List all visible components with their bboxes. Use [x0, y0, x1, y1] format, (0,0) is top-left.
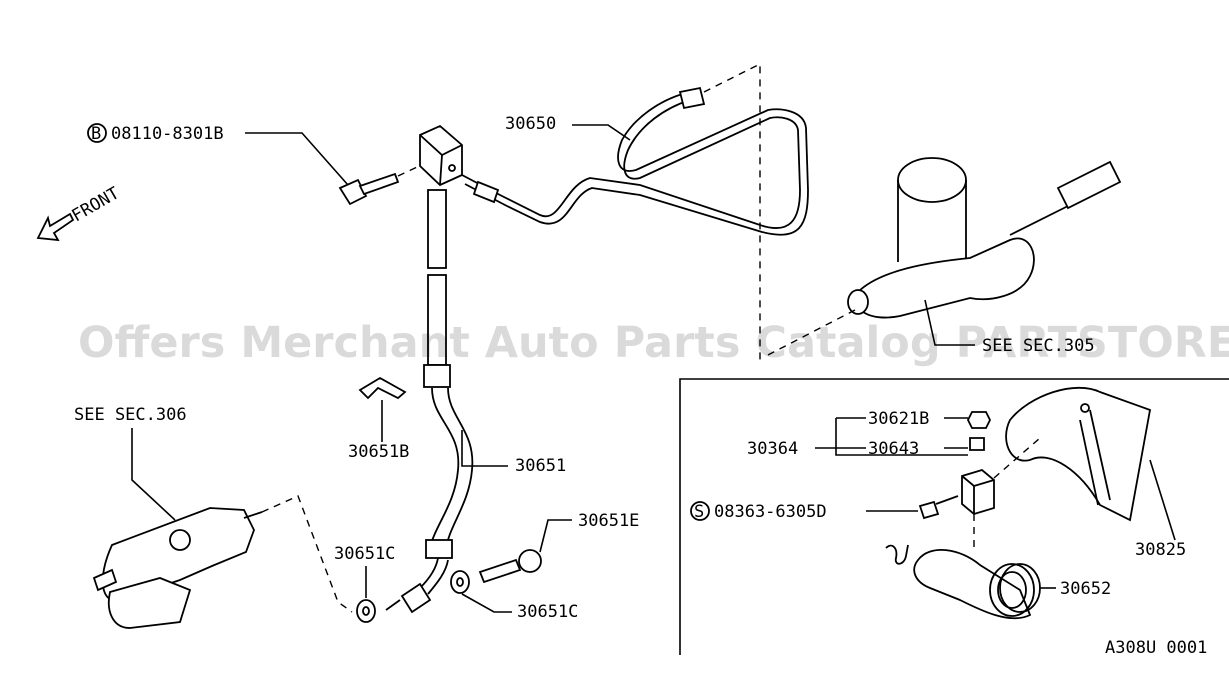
inset-frame: [679, 378, 1229, 655]
hose-end-part: [385, 582, 432, 614]
pipe-axis: [703, 62, 761, 365]
junction-block: [419, 124, 463, 187]
washer-right-label: 30651C: [517, 602, 578, 622]
release-cylinder-part: [92, 507, 263, 629]
spring-part: [885, 544, 1041, 620]
pipe-part: [461, 86, 809, 236]
group-bracket-lines: [835, 417, 968, 456]
pipe-leader: [572, 124, 631, 141]
release-axis: [261, 495, 353, 613]
screw-part: [918, 495, 959, 520]
bolt-b-callout[interactable]: B 08110-8301B: [87, 123, 224, 144]
bolt-b-label: 08110-8301B: [111, 124, 224, 144]
union-bolt-leader: [539, 519, 572, 553]
screw-s-label: 08363-6305D: [714, 502, 827, 522]
circled-s-icon: [690, 501, 710, 521]
cap-part: [969, 437, 985, 451]
inset-axis-1: [993, 437, 1041, 479]
master-cylinder-part: [847, 157, 1122, 319]
cap-label: 30643: [868, 439, 919, 459]
master-axis: [767, 309, 856, 356]
bleeder-label: 30621B: [868, 409, 929, 429]
clip-label: 30651B: [348, 442, 409, 462]
screw-s-prefix: S: [694, 502, 704, 522]
screw-s-callout[interactable]: S 08363-6305D: [690, 501, 827, 522]
hose-leader: [461, 430, 508, 467]
spring-label: 30652: [1060, 579, 1111, 599]
washer-right-leader: [461, 593, 512, 613]
pipe-label: 30650: [505, 114, 556, 134]
bolt-b-prefix: B: [91, 124, 101, 144]
union-bolt-part: [478, 549, 542, 584]
see-sec-306-leader: [131, 428, 176, 521]
washer-right-part: [450, 570, 470, 594]
bolt-b-leader: [245, 132, 349, 186]
bleeder-part: [966, 411, 992, 429]
see-sec-305-label: SEE SEC.305: [982, 336, 1095, 356]
washer-left-part: [356, 599, 376, 623]
front-label: FRONT: [69, 183, 123, 226]
see-sec-305-leader: [924, 299, 975, 346]
diagram-code: A308U 0001: [1105, 638, 1207, 658]
group-label: 30364: [747, 439, 798, 459]
circled-b-icon: [87, 123, 107, 143]
bracket-label: 30825: [1135, 540, 1186, 560]
inset-block-part: [961, 468, 995, 516]
bolt-part: [338, 172, 400, 206]
front-arrow-icon: [36, 212, 75, 242]
washer-left-label: 30651C: [334, 544, 395, 564]
hose-label: 30651: [515, 456, 566, 476]
see-sec-306-label: SEE SEC.306: [74, 405, 187, 425]
bracket-leader: [1149, 459, 1176, 541]
bracket-part: [1005, 386, 1152, 522]
clip-part: [358, 376, 407, 400]
hose-part: [419, 189, 474, 595]
union-bolt-label: 30651E: [578, 511, 639, 531]
watermark: Offers Merchant Auto Parts Catalog PARTS…: [78, 318, 1229, 368]
